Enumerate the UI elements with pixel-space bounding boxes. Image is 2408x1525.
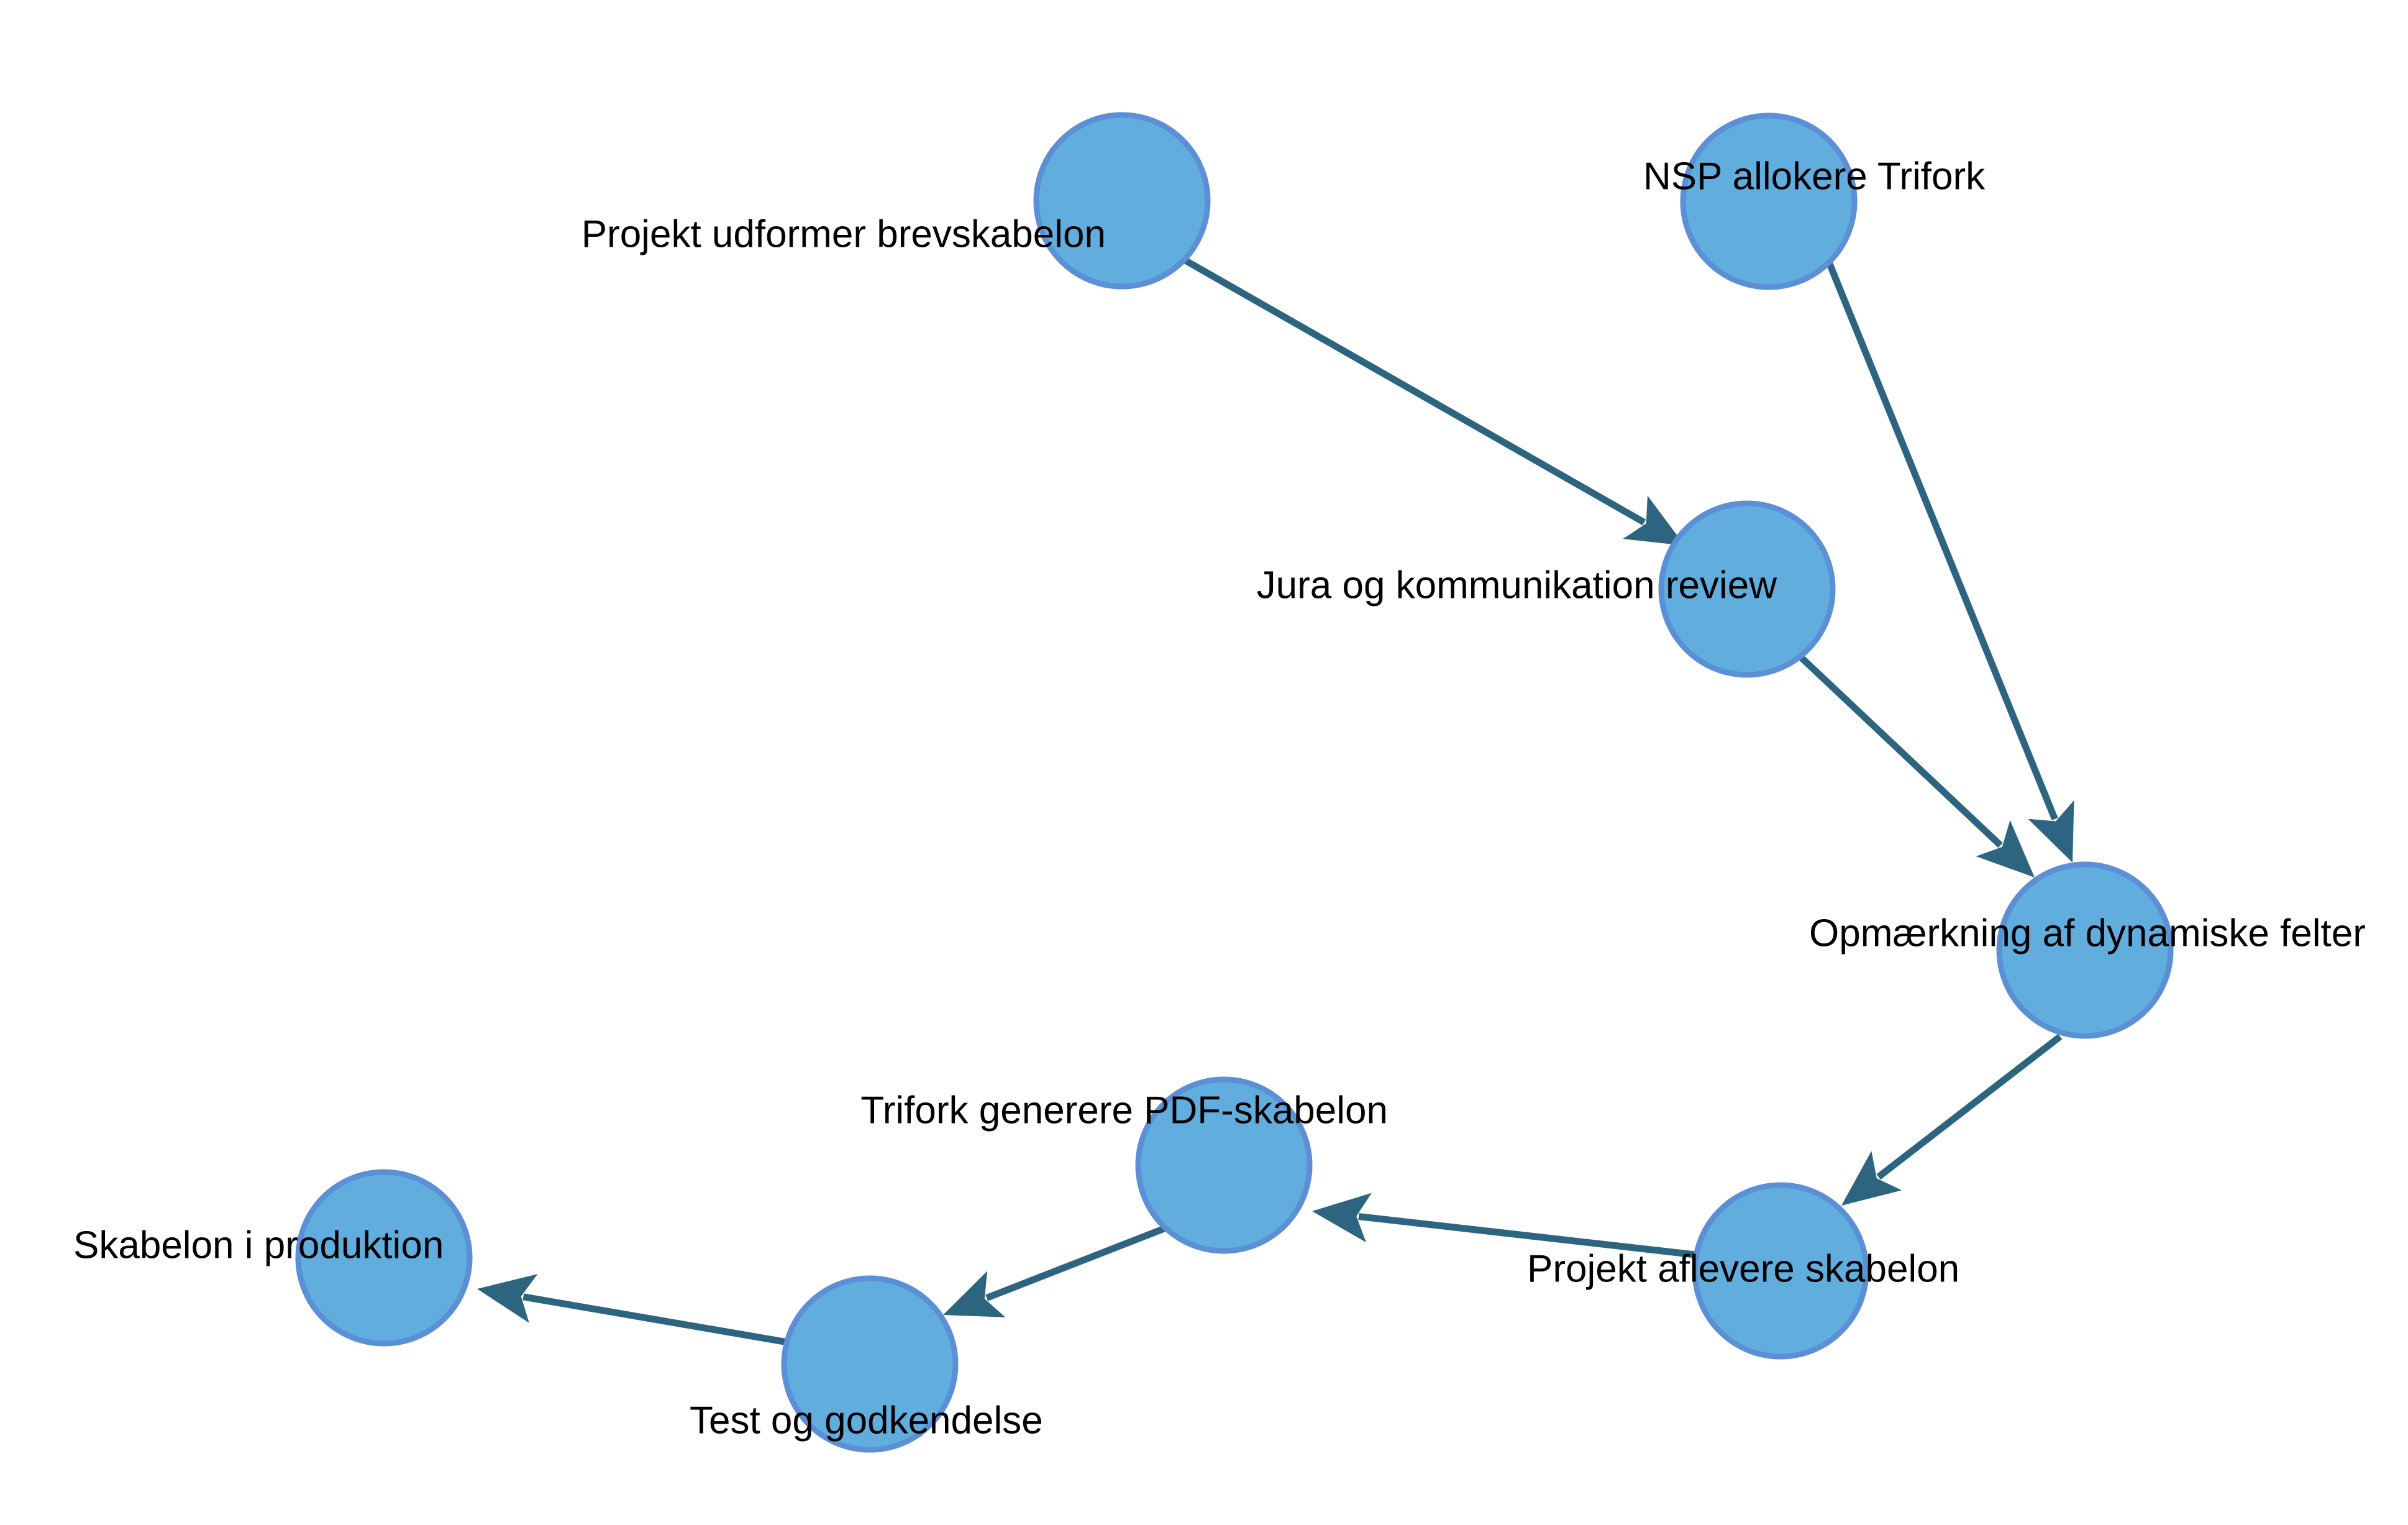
edge-arrowhead [943,1271,1006,1317]
edge-arrowhead [2028,800,2074,863]
edge-arrowhead [1623,495,1685,546]
graph-node-projekt_udformer[interactable] [1033,112,1211,290]
graph-edge [1182,257,1685,546]
node-label-opmaerkning: Opmærkning af dynamiske felter [1809,912,2366,955]
graph-node-trifork_pdf[interactable] [1135,1076,1313,1254]
edge-line [1797,653,2003,848]
nodes-layer [295,112,2174,1453]
graph-node-test_godkendelse[interactable] [781,1275,959,1453]
graph-node-skabelon_produktion[interactable] [295,1169,473,1347]
edge-arrowhead [1841,1151,1902,1206]
node-label-trifork_pdf: Trifork generere PDF-skabelon [860,1089,1388,1132]
graph-edge [1825,260,2074,863]
node-label-nsp_allokere: NSP allokere Trifork [1643,155,1986,198]
edge-line [985,1225,1166,1301]
edges-layer [477,257,2074,1346]
edge-arrowhead [477,1274,538,1324]
edge-line [522,1293,788,1346]
node-label-test_godkendelse: Test og godkendelse [690,1399,1043,1442]
graph-edge [1841,1033,2063,1206]
graph-node-jura_review[interactable] [1658,500,1836,678]
edge-arrowhead [1976,820,2035,877]
graph-edge [1312,1193,1695,1258]
node-label-projekt_aflevere: Projekt aflevere skabelon [1527,1247,1959,1290]
graph-node-opmaerkning[interactable] [1996,861,2174,1039]
edge-line [1358,1213,1695,1258]
graph-edge [1797,653,2035,877]
graph-edge [943,1225,1166,1317]
node-label-skabelon_produktion: Skabelon i produktion [73,1224,444,1266]
graph-edge [477,1274,788,1346]
graph-node-projekt_aflevere[interactable] [1692,1182,1869,1360]
edge-line [1825,260,2058,821]
labels-layer: Projekt udformer brevskabelon NSP alloker… [73,155,2366,1442]
node-label-jura_review: Jura og kommunikation review [1257,564,1777,607]
node-label-projekt_udformer: Projekt udformer brevskabelon [581,213,1106,255]
graph-node-nsp_allokere[interactable] [1680,112,1858,290]
edge-line [1876,1033,2063,1180]
edge-arrowhead [1312,1193,1372,1243]
edge-line [1182,257,1646,526]
